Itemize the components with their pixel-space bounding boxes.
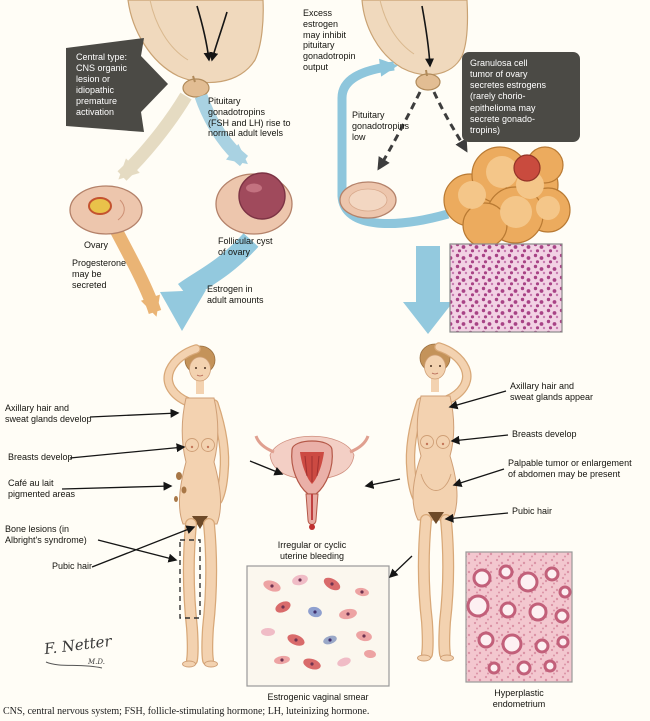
central-type-arrow-shape: [66, 38, 168, 132]
label-right-axillary: Axillary hair and sweat glands appear: [510, 381, 594, 402]
rightgirl-to-smear-arrow: [388, 555, 413, 579]
rightgirl-to-uterus-arrow: [364, 478, 401, 489]
pubic-right-arrow: [444, 512, 509, 523]
progesterone-arrow: [110, 226, 162, 317]
cafe-au-lait-patch: [181, 486, 187, 494]
label-vaginal-smear: Estrogenic vaginal smear: [267, 692, 369, 702]
gonadotropin-to-cyst-arrow: [194, 93, 249, 167]
label-palpable-tumor: Palpable tumor or enlargement of abdomen…: [508, 458, 632, 479]
right-girl-figure: [405, 342, 472, 662]
blood-drop: [309, 524, 315, 530]
label-endometrium: Hyperplastic endometrium: [492, 688, 546, 709]
tumor-histology-panel: [449, 243, 563, 333]
left-girl-figure: [163, 344, 230, 668]
label-gonadotropins-rise: Pituitary gonadotropins (FSH and LH) ris…: [208, 96, 291, 139]
inhibited-activation-arrow: [421, 5, 435, 68]
label-progesterone: Progesterone may be secreted: [72, 258, 127, 290]
breasts-right-arrow: [450, 434, 509, 445]
left-girl-torso: [178, 397, 222, 525]
label-left-breasts: Breasts develop: [8, 452, 73, 462]
breasts-left-arrow: [69, 443, 186, 459]
label-follicular-cyst: Follicular cyst of ovary: [218, 236, 273, 257]
figure-caption: CNS, central nervous system; FSH, follic…: [3, 706, 370, 717]
low-gonadotropin-dashed-arrow: [432, 91, 468, 153]
estrogen-arrow-head: [160, 290, 206, 331]
left-pituitary-gland: [182, 78, 210, 98]
bone-lesion-dashed-outline: [179, 539, 201, 619]
label-ovary: Ovary: [84, 240, 109, 250]
signature-flourish: [45, 661, 103, 669]
low-gonadotropin-dashed-arrow: [377, 91, 422, 171]
vaginal-smear-panel: [246, 565, 390, 687]
label-uterine-bleeding: Irregular or cyclic uterine bleeding: [277, 540, 347, 561]
smear-cells: [261, 574, 376, 670]
central-activation-arrow: [209, 11, 228, 62]
central-activation-arrow: [196, 5, 213, 62]
left-head-pituitary-illustration: [127, 0, 264, 98]
leftgirl-to-uterus-arrow: [249, 460, 284, 476]
right-girl-torso: [412, 395, 458, 521]
label-central-type: Central type: CNS organic lesion or idio…: [76, 52, 128, 117]
axillary-right-arrow: [448, 390, 507, 410]
follicular-cyst-illustration: [215, 172, 293, 235]
label-excess-estrogen: Excess estrogen may inhibit pituitary go…: [303, 8, 356, 72]
endometrial-glands: [466, 564, 572, 676]
axillary-left-arrow: [89, 408, 180, 418]
uterus-illustration: [254, 435, 370, 530]
enlarged-abdomen-line: [420, 473, 452, 491]
label-cafe-au-lait: Café au lait pigmented areas: [8, 478, 76, 499]
granulosa-tumor-illustration: [443, 146, 571, 248]
label-bone-lesions: Bone lesions (in Albright's syndrome): [5, 524, 87, 545]
palpable-tumor-arrow: [452, 468, 505, 488]
ovary-illustration: [69, 185, 143, 235]
estrogen-arrow-band: [178, 233, 259, 301]
tumor-hemorrhagic-area: [513, 154, 541, 182]
callout-granulosa: Granulosa cell tumor of ovary secretes e…: [462, 52, 580, 143]
gonadotropin-to-ovary-arrow: [117, 92, 192, 181]
label-right-breasts: Breasts develop: [512, 429, 577, 439]
right-girl-pubic-hair: [428, 512, 444, 524]
right-pituitary-gland: [415, 73, 441, 91]
label-estrogen-adult: Estrogen in adult amounts: [207, 284, 264, 305]
endometrium-panel: [465, 551, 573, 683]
label-left-pubic-hair: Pubic hair: [52, 561, 93, 571]
label-gonadotropins-low: Pituitary gonadotropins low: [352, 110, 410, 142]
label-left-axillary: Axillary hair and sweat glands develop: [5, 403, 92, 424]
small-ovary-illustration: [339, 181, 397, 219]
cafe-au-lait-patch: [174, 496, 178, 502]
left-girl-pubic-hair: [192, 516, 208, 529]
right-head-pituitary-illustration: [361, 0, 469, 91]
label-arrows: [61, 390, 509, 579]
label-right-pubic-hair: Pubic hair: [512, 506, 553, 516]
cafe-au-lait-arrow: [61, 481, 173, 491]
cafe-au-lait-patch: [176, 472, 182, 480]
artist-signature-suffix: M.D.: [88, 658, 105, 666]
pubic-left-arrow: [91, 525, 196, 568]
tumor-estrogen-down-arrow: [403, 246, 453, 334]
